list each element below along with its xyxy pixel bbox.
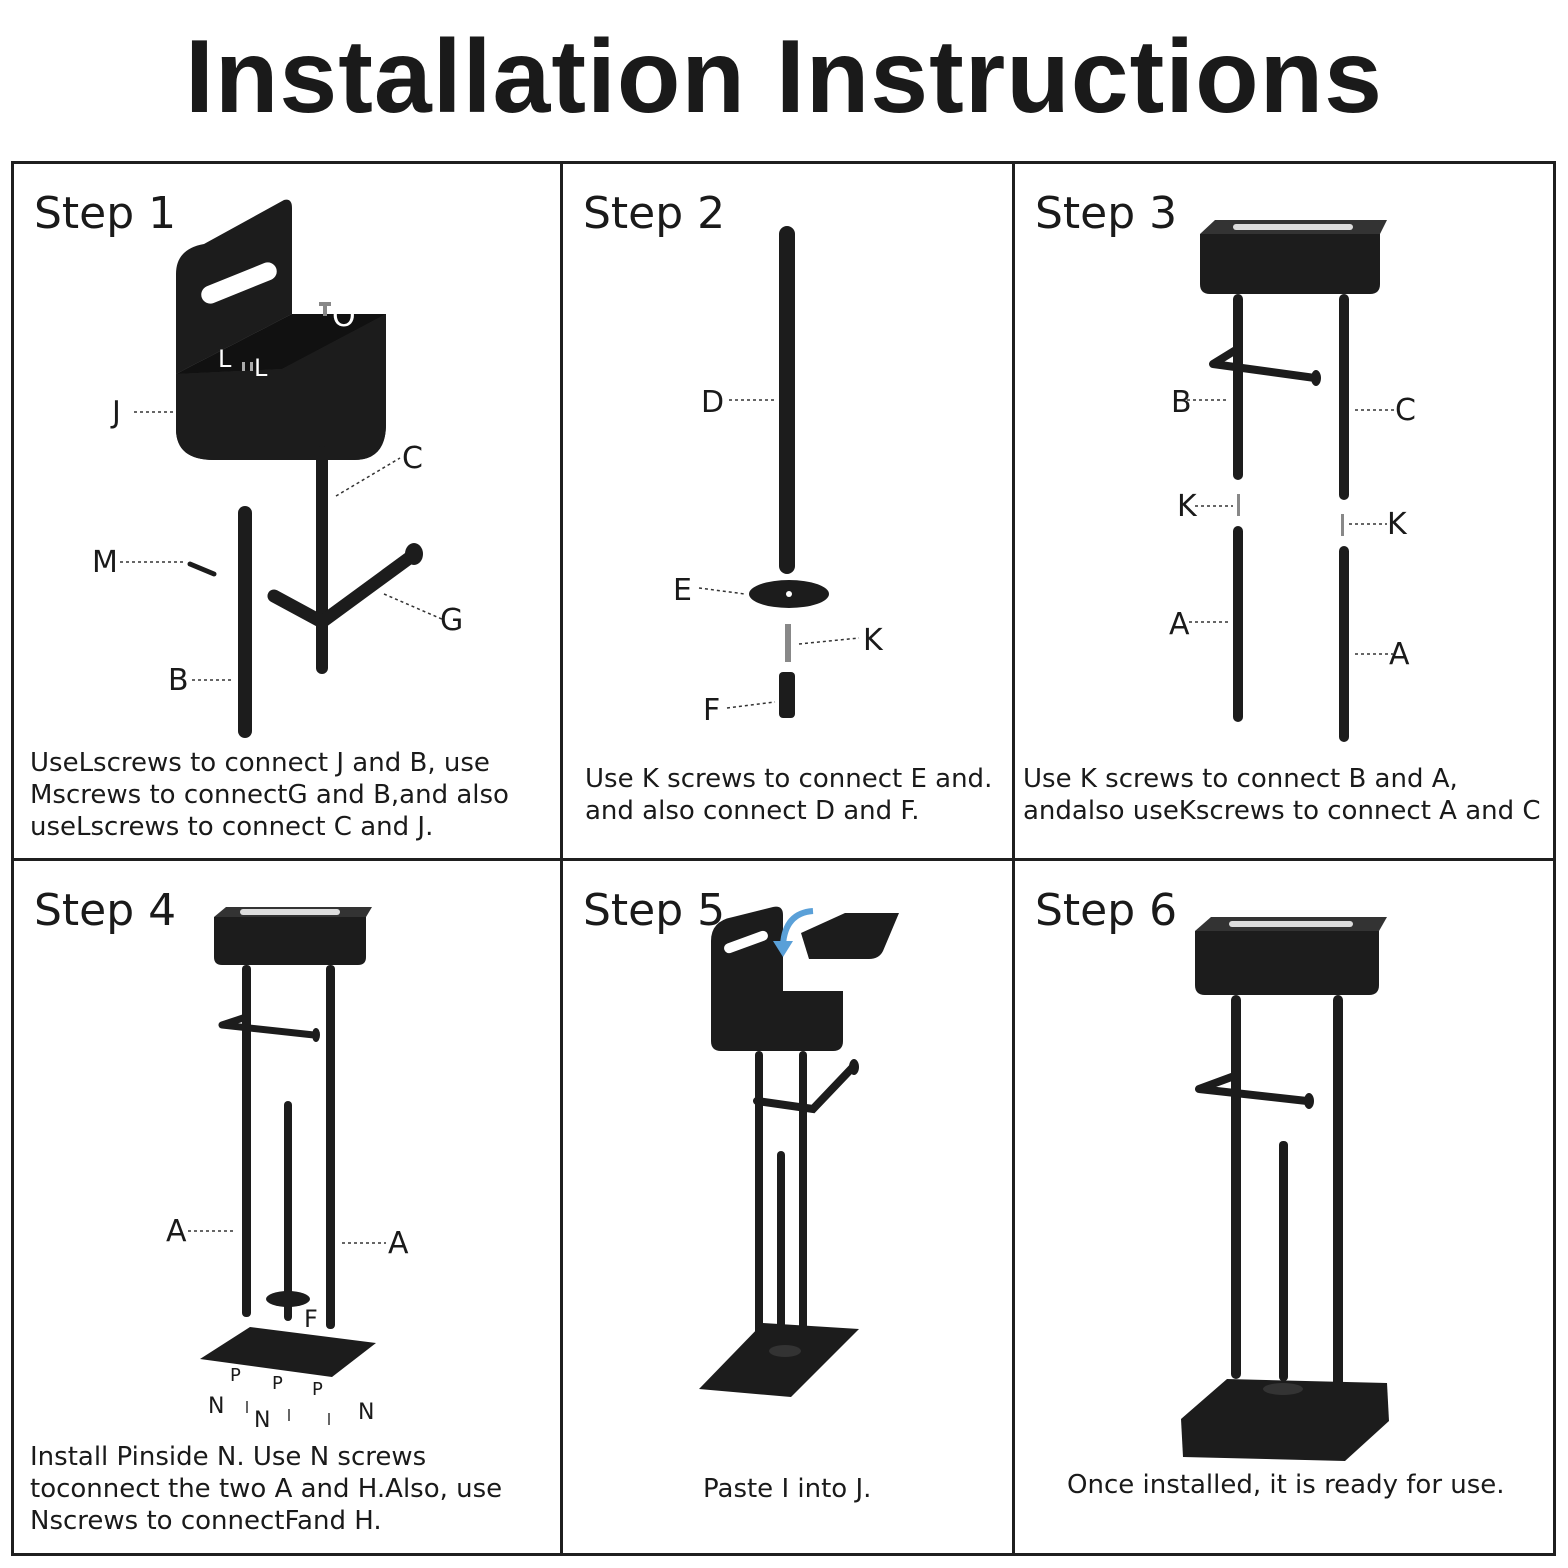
label-a: A: [166, 1214, 187, 1249]
label-p: P: [230, 1365, 241, 1386]
step-3-title: Step 3: [1035, 188, 1178, 239]
label-n: N: [254, 1408, 270, 1433]
step-6-panel: Step 6 Once installed, it is ready for u…: [1015, 861, 1556, 1553]
step-2-caption: Use K screws to connect E and. and also …: [585, 763, 992, 827]
label-g: G: [440, 603, 463, 638]
step-4-title: Step 4: [34, 885, 177, 936]
caption-line: Use K screws to connect E and.: [585, 764, 993, 794]
label-l: L: [218, 345, 232, 373]
caption-line: and also connect D and F.: [585, 796, 920, 826]
label-j: J: [110, 395, 121, 430]
caption-line: Use K screws to connect B and A,: [1023, 764, 1458, 794]
label-n: N: [358, 1400, 374, 1425]
step-2-panel: Step 2 D E K F Use K screws to connect E…: [563, 164, 1012, 858]
step-5-panel: Step 5 Paste I into J.: [563, 861, 1012, 1553]
step-4-caption: Install Pinside N. Use N screws toconnec…: [30, 1441, 502, 1537]
caption-line: Paste I into J.: [703, 1474, 872, 1504]
step-4-illustration: A A F P P P N N N: [166, 907, 409, 1433]
step-6-caption: Once installed, it is ready for use.: [1067, 1469, 1505, 1501]
label-k: K: [1387, 507, 1408, 542]
label-e: E: [673, 573, 692, 608]
instruction-grid: Step 1 O L L J C G M: [11, 161, 1556, 1556]
label-a: A: [388, 1226, 409, 1261]
label-p: P: [312, 1379, 323, 1400]
label-p: P: [272, 1373, 283, 1394]
step-3-illustration: B C K K A A: [1169, 220, 1416, 742]
step-6-title: Step 6: [1035, 885, 1178, 936]
caption-line: Mscrews to connectG and B,and also: [30, 780, 509, 810]
caption-line: Nscrews to connectFand H.: [30, 1506, 382, 1536]
label-a: A: [1169, 607, 1190, 642]
label-c: C: [402, 441, 423, 476]
caption-line: Install Pinside N. Use N screws: [30, 1442, 427, 1472]
step-5-title: Step 5: [583, 885, 726, 936]
label-k: K: [1177, 489, 1198, 524]
label-c: C: [1395, 393, 1416, 428]
step-4-panel: Step 4 A A F P P P N: [14, 861, 560, 1553]
label-f: F: [304, 1305, 318, 1333]
label-a: A: [1389, 637, 1410, 672]
label-o: O: [332, 299, 356, 334]
step-6-illustration: [1181, 917, 1389, 1461]
caption-line: UseLscrews to connect J and B, use: [30, 748, 490, 778]
step-1-title: Step 1: [34, 188, 177, 239]
label-f: F: [703, 693, 720, 728]
caption-line: useLscrews to connect C and J.: [30, 812, 434, 842]
step-2-title: Step 2: [583, 188, 726, 239]
step-5-illustration: [699, 906, 899, 1397]
label-k: K: [863, 623, 884, 658]
step-3-panel: Step 3 B C K K A: [1015, 164, 1556, 858]
caption-line: andalso useKscrews to connect A and C: [1023, 796, 1541, 826]
label-l: L: [254, 354, 268, 382]
label-b: B: [1171, 385, 1192, 420]
caption-line: Once installed, it is ready for use.: [1067, 1470, 1505, 1500]
step-2-illustration: D E K F: [673, 226, 884, 728]
label-d: D: [701, 385, 724, 420]
screw-o-icon: [319, 302, 331, 316]
page-title: Installation Instructions: [185, 19, 1383, 135]
grid-divider: [14, 858, 1553, 861]
step-3-caption: Use K screws to connect B and A, andalso…: [1023, 763, 1541, 827]
step-5-caption: Paste I into J.: [703, 1473, 871, 1505]
label-m: M: [92, 545, 118, 580]
step-1-panel: Step 1 O L L J C G M: [14, 164, 560, 858]
step-1-caption: UseLscrews to connect J and B, use Mscre…: [30, 747, 509, 843]
caption-line: toconnect the two A and H.Also, use: [30, 1474, 503, 1504]
label-b: B: [168, 663, 189, 698]
step-1-illustration: O L L J C G M B: [92, 199, 463, 738]
label-n: N: [208, 1394, 224, 1419]
